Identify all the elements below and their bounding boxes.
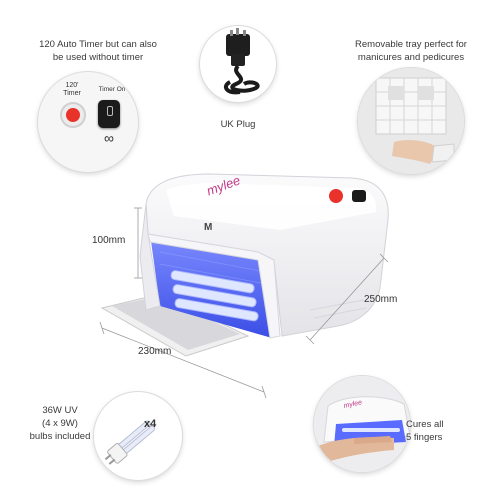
timer-rocker-switch: [98, 100, 120, 128]
timer-on-label: Timer On: [98, 86, 126, 93]
svg-text:mylee: mylee: [343, 399, 363, 410]
plug-detail-circle: [200, 26, 276, 102]
uv-bulb-icon: [104, 420, 156, 465]
timer-120-label: 120' Timer: [60, 82, 84, 98]
cure-caption: Cures all 5 fingers: [406, 418, 474, 444]
bulbs-caption-line3: bulbs included: [29, 431, 91, 442]
timer-120-text: 120': [65, 82, 79, 89]
bulbs-caption-line2: (4 x 9W): [42, 418, 78, 429]
hand-in-lamp-icon: mylee: [314, 376, 410, 472]
tray-grid-icon: [358, 68, 464, 174]
uv-lamp-illustration: [100, 173, 389, 357]
timer-knob: [60, 102, 86, 128]
bulbs-multiplier: x4: [144, 418, 157, 430]
timer-caption-line1: 120 Auto Timer but can also: [39, 39, 157, 50]
uk-plug-icon: [223, 28, 260, 95]
height-dimension-label: 100mm: [92, 235, 126, 246]
tray-detail-circle: [358, 68, 464, 174]
bulbs-detail-circle: x4: [94, 392, 182, 480]
width-dimension-label: 230mm: [138, 346, 172, 357]
tray-caption: Removable tray perfect for manicures and…: [336, 38, 486, 64]
bulbs-caption: 36W UV (4 x 9W) bulbs included: [28, 404, 92, 443]
plug-caption: UK Plug: [220, 119, 256, 130]
depth-dimension-label: 250mm: [364, 294, 398, 305]
infinity-icon: ∞: [104, 130, 114, 146]
timer-caption: 120 Auto Timer but can also be used with…: [28, 38, 168, 64]
cure-caption-line1: Cures all: [406, 419, 444, 430]
lamp-m-logo: M: [204, 222, 213, 233]
timer-rocker-mark: [107, 106, 113, 116]
tray-caption-line2: manicures and pedicures: [357, 52, 465, 63]
tray-caption-line1: Removable tray perfect for: [355, 39, 467, 50]
timer-caption-line2: be used without timer: [52, 52, 144, 63]
timer-detail-circle: 120' Timer Timer On ∞: [38, 72, 138, 172]
bulbs-caption-line1: 36W UV: [42, 405, 78, 416]
cure-caption-line2: 5 fingers: [406, 432, 443, 443]
cure-detail-circle: mylee: [314, 376, 410, 472]
timer-knob-red-center: [66, 108, 80, 122]
timer-timer-text: Timer: [63, 90, 81, 97]
